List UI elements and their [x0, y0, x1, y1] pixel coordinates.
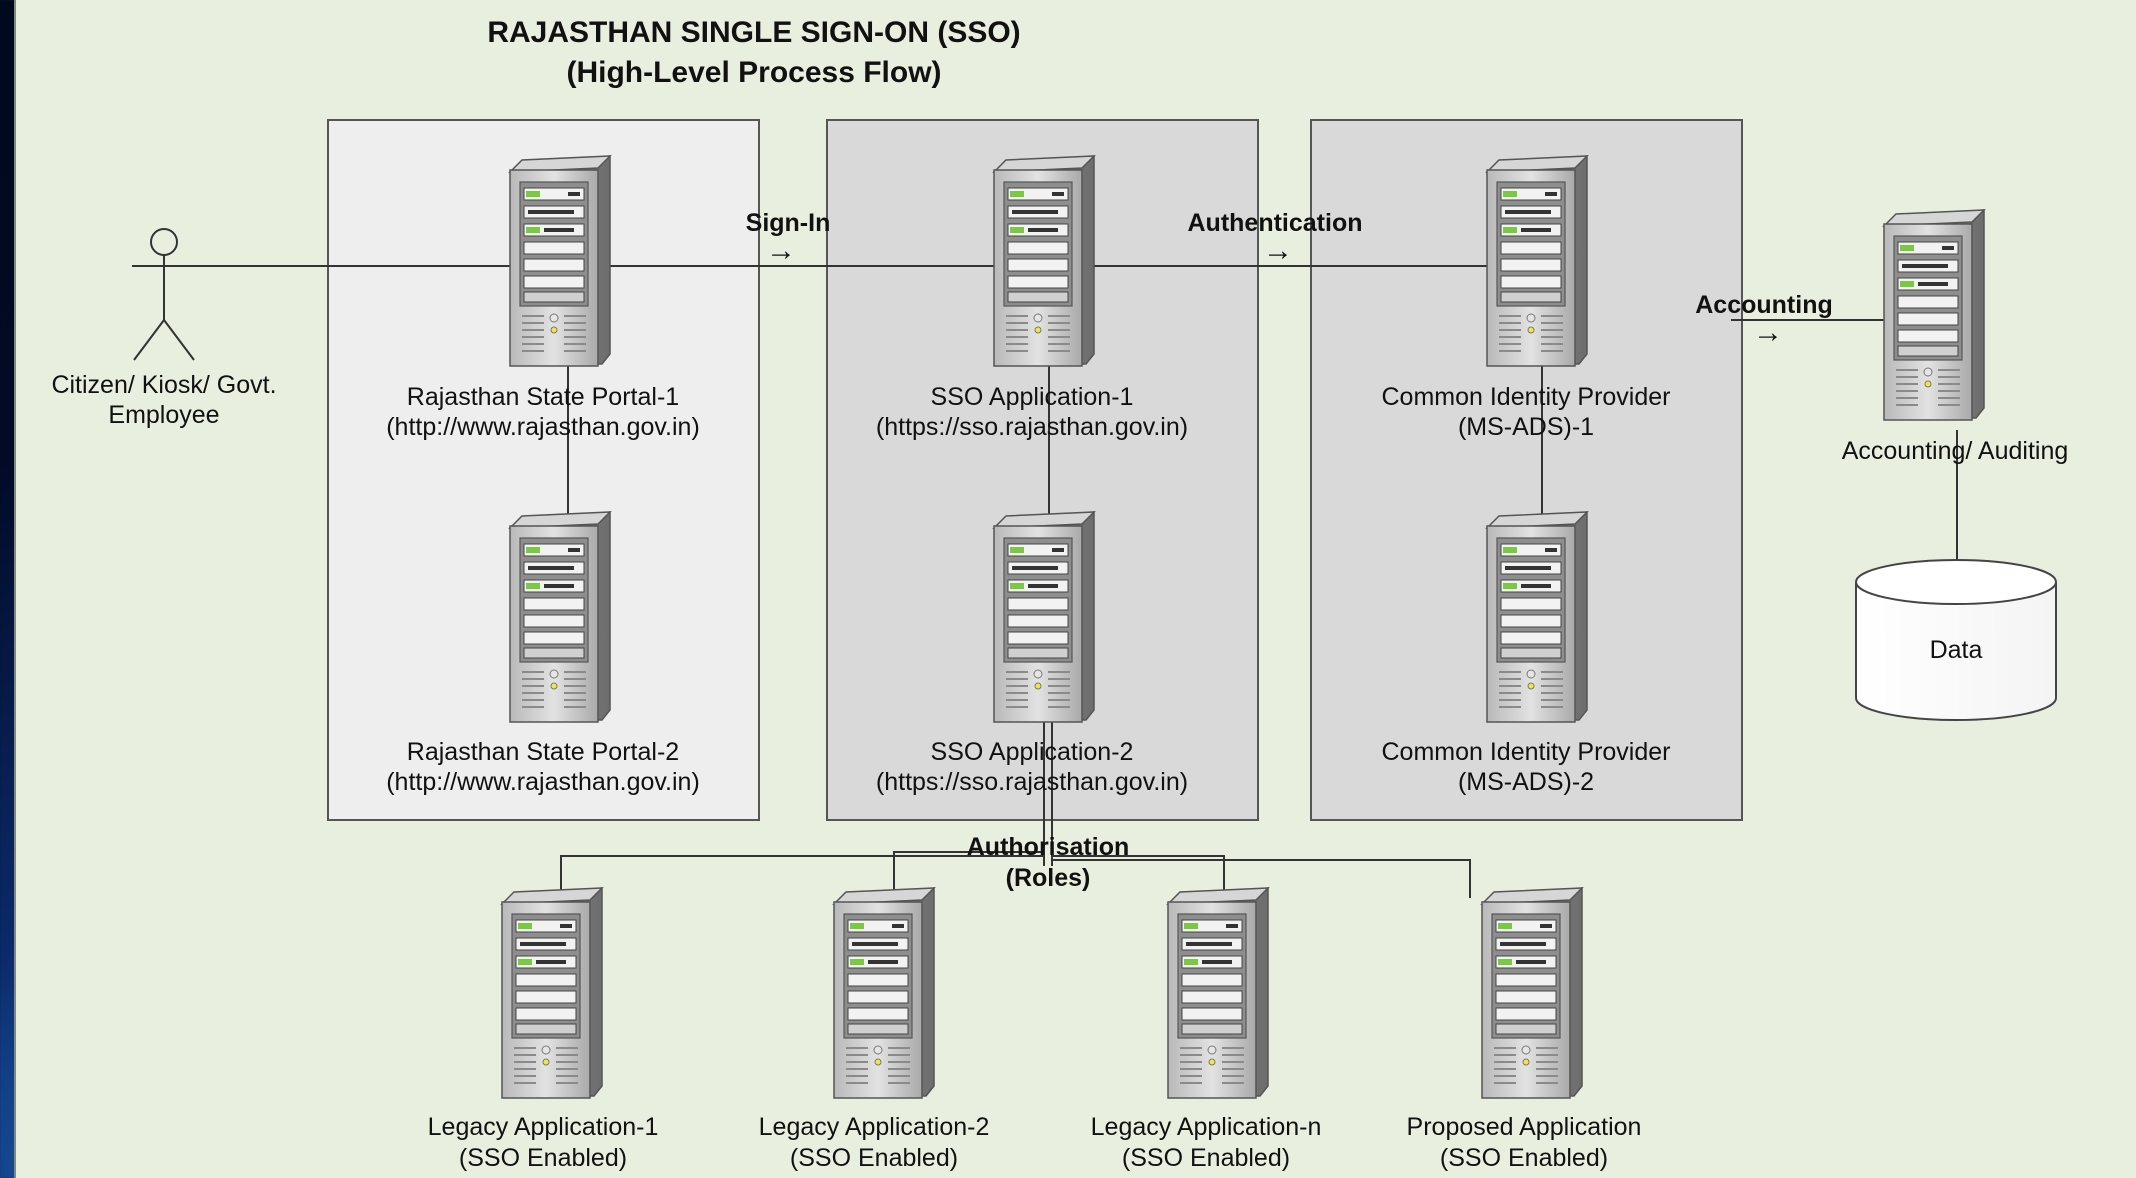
- auth-branch-legacy-1: [560, 855, 1044, 898]
- accounting-server-label: Accounting/ Auditing: [1842, 437, 2069, 465]
- legacy-app-1-label-line2: (SSO Enabled): [459, 1144, 627, 1172]
- legacy-app-2-label-line1: Legacy Application-2: [759, 1113, 990, 1141]
- portal-1-label-line1: Rajasthan State Portal-1: [407, 383, 679, 411]
- diagram-subtitle: (High-Level Process Flow): [566, 56, 941, 89]
- idp-1-label-line1: Common Identity Provider: [1381, 383, 1670, 411]
- server-icon: [1486, 511, 1588, 723]
- signin-flow-label: Sign-In: [746, 209, 831, 237]
- legacy-app-n-label-line1: Legacy Application-n: [1091, 1113, 1322, 1141]
- server-icon: [1481, 887, 1583, 1099]
- diagram-canvas: RAJASTHAN SINGLE SIGN-ON (SSO) (High-Lev…: [14, 0, 2136, 1178]
- idp-2-label-line2: (MS-ADS)-2: [1458, 768, 1594, 796]
- database-label: Data: [1930, 636, 1983, 664]
- server-icon: [1486, 155, 1588, 367]
- actor-label-line1: Citizen/ Kiosk/ Govt.: [51, 371, 276, 399]
- proposed-app-label-line2: (SSO Enabled): [1440, 1144, 1608, 1172]
- authorisation-roles-label: (Roles): [1006, 864, 1091, 892]
- sso-2-label-line2: (https://sso.rajasthan.gov.in): [876, 768, 1188, 796]
- auth-branch-proposed: [1052, 859, 1471, 898]
- portal-2-label-line2: (http://www.rajasthan.gov.in): [386, 768, 700, 796]
- server-icon: [509, 155, 611, 367]
- server-icon: [833, 887, 935, 1099]
- database-cylinder: [1855, 559, 2057, 721]
- accounting-flow-label: Accounting: [1695, 291, 1833, 319]
- legacy-app-n-label-line2: (SSO Enabled): [1122, 1144, 1290, 1172]
- accounting-arrow-icon: →: [1753, 316, 1783, 349]
- actor-label-line2: Employee: [108, 401, 219, 429]
- authentication-arrow-icon: →: [1263, 234, 1293, 267]
- sso-1-label-line2: (https://sso.rajasthan.gov.in): [876, 413, 1188, 441]
- server-icon: [993, 511, 1095, 723]
- legacy-app-2-label-line2: (SSO Enabled): [790, 1144, 958, 1172]
- sso-2-label-line1: SSO Application-2: [931, 738, 1134, 766]
- idp-1-label-line2: (MS-ADS)-1: [1458, 413, 1594, 441]
- sso-1-label-line1: SSO Application-1: [931, 383, 1134, 411]
- auth-branch-legacy-2: [893, 851, 1044, 898]
- signin-arrow-icon: →: [766, 234, 796, 267]
- proposed-app-label-line1: Proposed Application: [1407, 1113, 1642, 1141]
- connector-lines: [169, 265, 1958, 898]
- server-icon: [1167, 887, 1269, 1099]
- server-icon: [993, 155, 1095, 367]
- authorisation-flow-label: Authorisation: [967, 833, 1130, 861]
- portal-2-label-line1: Rajasthan State Portal-2: [407, 738, 679, 766]
- diagram-title: RAJASTHAN SINGLE SIGN-ON (SSO): [487, 16, 1020, 49]
- server-icon: [1883, 209, 1985, 421]
- diagram-svg: RAJASTHAN SINGLE SIGN-ON (SSO) (High-Lev…: [51, 16, 2069, 1172]
- server-icon: [509, 511, 611, 723]
- auth-branch-legacy-n: [1052, 855, 1225, 898]
- server-icon: [501, 887, 603, 1099]
- actor-stick-figure: [132, 228, 196, 361]
- legacy-app-1-label-line1: Legacy Application-1: [428, 1113, 659, 1141]
- authentication-flow-label: Authentication: [1188, 209, 1363, 237]
- idp-2-label-line1: Common Identity Provider: [1381, 738, 1670, 766]
- portal-1-label-line2: (http://www.rajasthan.gov.in): [386, 413, 700, 441]
